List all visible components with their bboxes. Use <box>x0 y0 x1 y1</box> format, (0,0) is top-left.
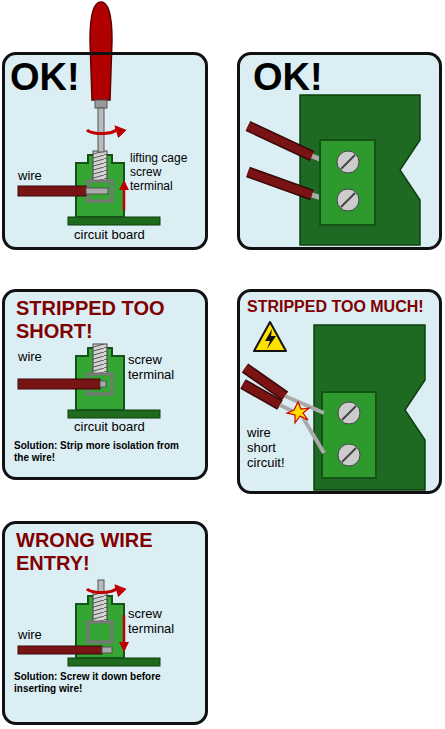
circuit-board <box>314 325 425 490</box>
screw-terminal <box>76 151 124 217</box>
rotation-arrow <box>87 127 117 134</box>
error-panel: STRIPPED TOO SHORT! wire screw terminal cir… <box>2 289 208 480</box>
wire <box>243 384 280 405</box>
terminal-block <box>337 151 359 173</box>
warning-sign <box>254 322 286 351</box>
wire <box>248 172 312 195</box>
wire <box>248 172 312 195</box>
lower-arrow <box>124 615 125 650</box>
wire <box>248 126 312 156</box>
circuit-board <box>68 658 160 666</box>
part-label: lifting cage screw terminal <box>130 152 202 193</box>
panel-ground <box>2 52 442 725</box>
error-panel: STRIPPED TOO MUCH! wire short circuit! <box>237 289 442 494</box>
rotation-arrow <box>87 586 117 593</box>
terminal-block <box>337 189 359 211</box>
wire <box>102 647 112 653</box>
panel-ground <box>2 289 208 480</box>
panel-heading: STRIPPED TOO SHORT! <box>16 297 181 343</box>
warning-sign <box>265 329 276 349</box>
terminal-block <box>322 392 376 478</box>
part-label: wire <box>18 169 42 184</box>
lift-arrow <box>123 182 126 210</box>
part-label: screw terminal <box>128 353 198 383</box>
circuit-board <box>314 325 425 490</box>
panel-ground <box>2 521 208 725</box>
lift-arrow <box>124 182 125 210</box>
wire <box>18 186 108 196</box>
wire <box>100 381 106 387</box>
part-label: screw terminal <box>128 607 198 637</box>
rotation-arrow <box>87 586 117 593</box>
circuit-board <box>68 658 160 666</box>
part-label: wire <box>18 350 42 365</box>
panel-heading: STRIPPED TOO MUCH! <box>247 298 424 316</box>
spark <box>287 402 309 423</box>
wire <box>18 646 102 654</box>
circuit-board <box>300 95 420 245</box>
spark <box>287 402 309 423</box>
panel-ground <box>237 52 442 250</box>
wire <box>18 186 86 196</box>
part-label: wire short circuit! <box>247 426 301 471</box>
wire <box>18 646 112 654</box>
terminal-block <box>338 402 360 424</box>
terminal-block <box>342 406 356 420</box>
screwdriver <box>90 2 112 100</box>
circuit-board <box>300 95 420 245</box>
part-label: circuit board <box>74 420 145 435</box>
wire <box>248 126 322 198</box>
screwdriver <box>98 108 104 152</box>
solution-note: Solution: Strip more isolation from the … <box>14 440 196 463</box>
screw-terminal <box>76 344 124 410</box>
circuit-board <box>68 410 160 418</box>
terminal-block <box>338 444 360 466</box>
solution-note: Solution: Screw it down before inserting… <box>14 671 196 694</box>
terminal-block <box>341 193 355 207</box>
terminal-block <box>342 448 356 462</box>
panel-ground <box>237 289 442 494</box>
panel-heading: WRONG WIRE ENTRY! <box>16 529 181 575</box>
terminal-block <box>320 140 375 225</box>
screw-terminal <box>76 151 124 217</box>
lower-arrow <box>123 615 126 650</box>
terminal-block <box>341 155 355 169</box>
circuit-board <box>68 217 160 225</box>
ok-panel: OK! wire lifting cage screw terminal circui… <box>2 52 208 250</box>
wire <box>18 379 106 389</box>
error-panel: WRONG WIRE ENTRY! wire screw terminalSolut… <box>2 521 208 725</box>
terminal-block <box>320 140 375 225</box>
screwdriver <box>90 2 112 152</box>
terminal-block <box>322 392 376 478</box>
wire <box>86 188 108 194</box>
ok-panel: OK! <box>237 52 442 250</box>
part-label: wire <box>18 628 42 643</box>
circuit-board <box>68 410 160 418</box>
screw-terminal <box>76 344 124 410</box>
panel-heading: OK! <box>253 56 323 100</box>
screwdriver <box>95 100 107 108</box>
part-label: circuit board <box>74 228 145 243</box>
wire <box>243 384 280 405</box>
wire <box>18 379 100 389</box>
wire <box>248 126 312 156</box>
circuit-board <box>68 217 160 225</box>
rotation-arrow <box>87 127 117 134</box>
warning-sign <box>254 322 286 351</box>
panel-heading: OK! <box>10 56 80 100</box>
